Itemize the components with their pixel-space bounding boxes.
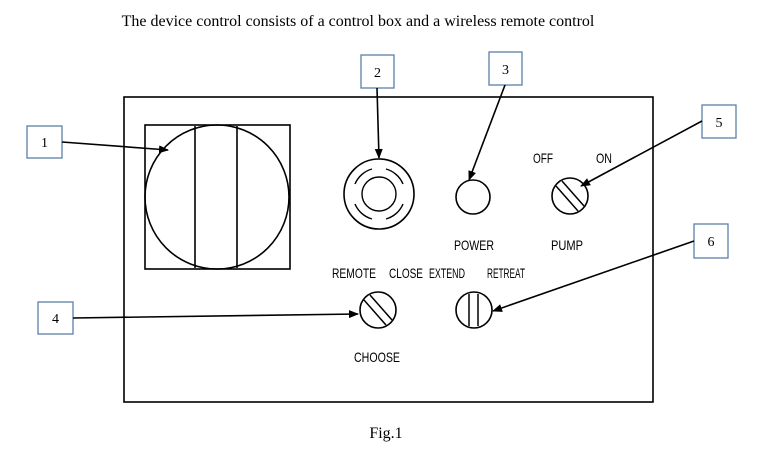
callout-2: 2 (360, 54, 395, 89)
label-extend: EXTEND (429, 265, 465, 281)
pump-switch-knob (551, 177, 589, 215)
figure-caption: Fig.1 (369, 425, 402, 442)
svg-text:5: 5 (716, 116, 723, 131)
svg-text:4: 4 (52, 312, 59, 327)
label-off: OFF (533, 150, 553, 166)
label-close: CLOSE (389, 265, 423, 281)
leader-arrow-6 (492, 240, 695, 312)
callout-3: 3 (488, 51, 523, 86)
svg-text:2: 2 (374, 66, 381, 81)
label-power: POWER (454, 237, 494, 253)
label-choose: CHOOSE (354, 349, 400, 365)
callout-6: 6 (693, 223, 729, 259)
callout-1: 1 (26, 125, 63, 159)
label-on: ON (596, 150, 612, 166)
speaker-panel (144, 124, 291, 270)
label-pump: PUMP (551, 237, 583, 253)
svg-text:1: 1 (41, 136, 48, 151)
choose-switch-knob (359, 291, 397, 329)
diagram-title: The device control consists of a control… (122, 13, 595, 30)
leader-arrow-3 (468, 84, 506, 181)
extend-retreat-switch-knob (455, 291, 493, 329)
leader-arrow-4 (72, 310, 359, 319)
ring-button (343, 158, 415, 230)
power-indicator (455, 179, 491, 215)
leader-arrow-5 (580, 120, 703, 187)
leader-arrow-2 (374, 87, 383, 159)
leader-arrow-1 (61, 141, 169, 154)
svg-text:6: 6 (708, 235, 715, 250)
label-remote: REMOTE (332, 265, 376, 281)
svg-text:3: 3 (502, 63, 509, 78)
control-box-outline (123, 96, 654, 403)
callout-5: 5 (701, 104, 737, 139)
callout-4: 4 (37, 301, 74, 335)
label-retreat: RETREAT (487, 265, 525, 281)
